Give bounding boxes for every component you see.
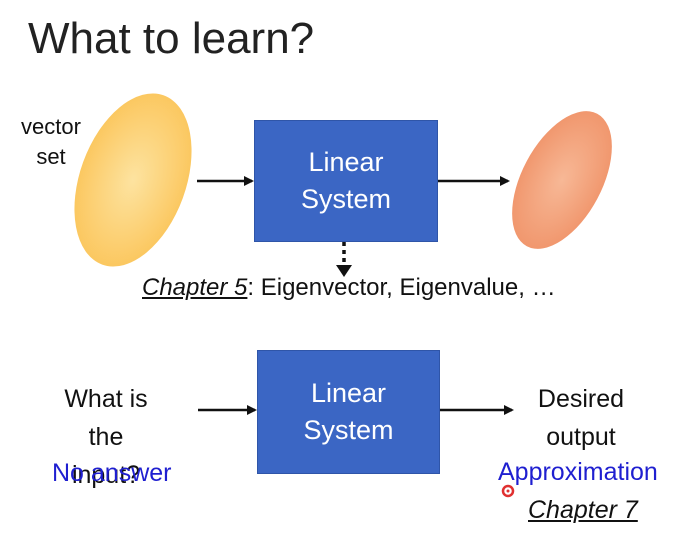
input-question-line2: the input? — [71, 423, 141, 489]
input-vector-set-ellipse — [74, 93, 192, 267]
output-vector-set-ellipse — [512, 111, 612, 249]
vector-set-label-line1: vector — [21, 114, 81, 139]
linear-system-box-top: Linear System — [254, 120, 438, 242]
dotted-arrow-head — [336, 265, 352, 277]
desired-output-line1: Desired — [537, 385, 625, 413]
linear-system-box-bottom: Linear System — [257, 350, 440, 474]
desired-output: Desired output — [522, 380, 640, 456]
chapter7-link: Chapter 7 — [528, 496, 638, 524]
approximation-text: Approximation — [498, 458, 658, 486]
linear-system-top-line2: System — [300, 184, 392, 214]
chapter5-caption: Chapter 5: Eigenvector, Eigenvalue, … — [142, 274, 556, 302]
linear-system-top-line1: Linear — [308, 147, 384, 177]
chapter5-topics: : Eigenvector, Eigenvalue, … — [247, 274, 556, 301]
vector-set-label: vector set — [16, 112, 86, 172]
no-answer-text: No answer — [52, 459, 172, 487]
pointer-dot — [501, 484, 515, 498]
linear-system-bottom-line1: Linear — [310, 378, 387, 408]
linear-system-bottom-line2: System — [303, 415, 394, 445]
input-question: What is the input? — [52, 380, 160, 494]
vector-set-label-line2: set — [36, 144, 66, 169]
slide-title: What to learn? — [28, 14, 315, 63]
input-question-line1: What is — [64, 385, 148, 413]
desired-output-line2: output — [546, 423, 616, 451]
chapter5-link: Chapter 5 — [142, 274, 248, 301]
pointer-dot-center — [506, 489, 510, 493]
